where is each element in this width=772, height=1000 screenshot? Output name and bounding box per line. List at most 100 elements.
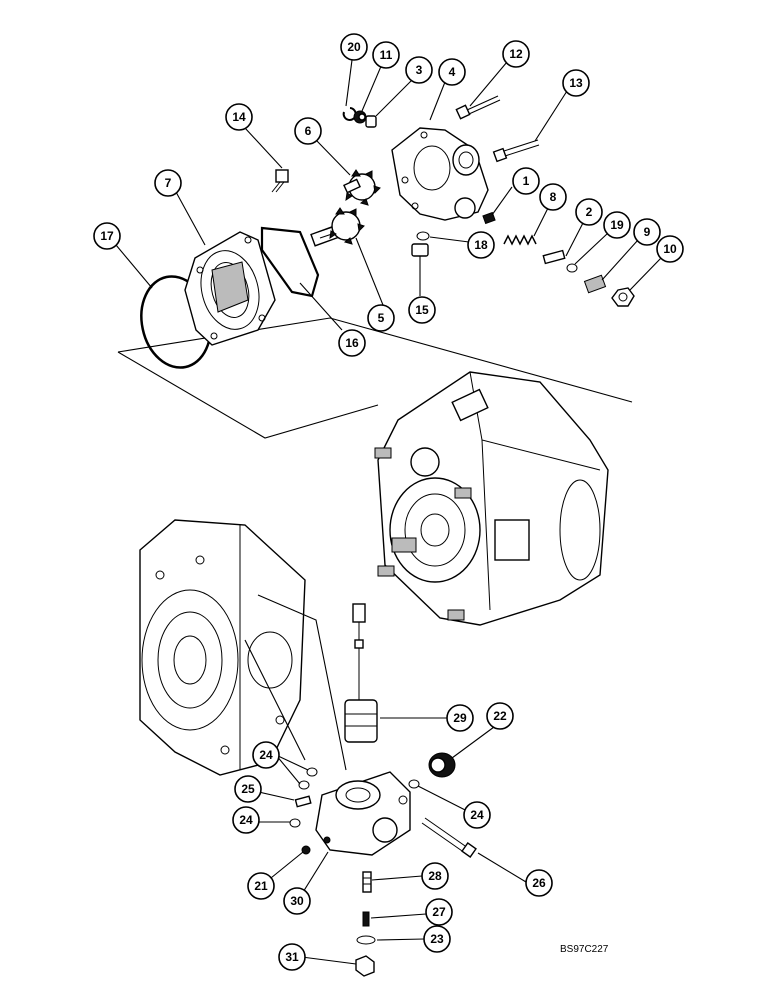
o-rings-24 bbox=[289, 767, 420, 828]
svg-text:4: 4 bbox=[449, 65, 456, 79]
svg-text:12: 12 bbox=[509, 47, 523, 61]
nut-10 bbox=[611, 287, 635, 307]
svg-text:3: 3 bbox=[416, 63, 423, 77]
gear-housing-7 bbox=[184, 231, 276, 346]
svg-text:6: 6 bbox=[305, 124, 312, 138]
main-pump-assembly bbox=[374, 371, 609, 626]
svg-text:17: 17 bbox=[100, 229, 114, 243]
o-ring-19 bbox=[566, 263, 578, 273]
callout-20: 20 bbox=[340, 33, 368, 61]
svg-text:11: 11 bbox=[380, 48, 393, 62]
callout-27: 27 bbox=[425, 898, 453, 926]
callout-31: 31 bbox=[278, 943, 306, 971]
callout-1: 1 bbox=[512, 167, 540, 195]
svg-text:21: 21 bbox=[254, 879, 268, 893]
callout-25: 25 bbox=[234, 775, 262, 803]
callout-7: 7 bbox=[154, 169, 182, 197]
gear-shaft-5 bbox=[310, 207, 365, 247]
pin-2 bbox=[542, 249, 566, 265]
gear-6 bbox=[343, 169, 381, 206]
valve-block-30 bbox=[315, 771, 411, 856]
callout-23: 23 bbox=[423, 925, 451, 953]
callout-12: 12 bbox=[502, 40, 530, 68]
adjuster-9 bbox=[583, 274, 607, 294]
bolt-13 bbox=[492, 139, 540, 163]
callout-13: 13 bbox=[562, 69, 590, 97]
svg-text:16: 16 bbox=[345, 336, 359, 350]
spring-8 bbox=[503, 234, 537, 246]
svg-text:5: 5 bbox=[378, 311, 385, 325]
callout-6: 6 bbox=[294, 117, 322, 145]
callouts: 1 2 3 4 5 6 7 8 9 10 11 12 13 14 15 16 1… bbox=[93, 33, 684, 971]
svg-text:2: 2 bbox=[586, 205, 593, 219]
callout-8: 8 bbox=[539, 183, 567, 211]
plug-3 bbox=[365, 115, 377, 128]
bolt-26 bbox=[421, 817, 477, 858]
svg-text:29: 29 bbox=[453, 711, 467, 725]
svg-text:30: 30 bbox=[290, 894, 304, 908]
screw-1 bbox=[482, 211, 496, 225]
callout-10: 10 bbox=[656, 235, 684, 263]
callout-30: 30 bbox=[283, 887, 311, 915]
callout-28: 28 bbox=[421, 862, 449, 890]
callout-3: 3 bbox=[405, 56, 433, 84]
callout-11: 11 bbox=[372, 41, 400, 69]
drawing-code: BS97C227 bbox=[560, 944, 609, 955]
svg-text:18: 18 bbox=[474, 238, 488, 252]
callout-14: 14 bbox=[225, 103, 253, 131]
plug-15 bbox=[411, 243, 429, 257]
svg-text:13: 13 bbox=[569, 76, 583, 90]
pump-body-section bbox=[139, 519, 306, 776]
screw-21 bbox=[301, 845, 311, 855]
svg-text:25: 25 bbox=[241, 782, 255, 796]
callout-18: 18 bbox=[467, 231, 495, 259]
svg-text:23: 23 bbox=[430, 932, 444, 946]
snap-ring-20 bbox=[342, 107, 357, 121]
screw-14 bbox=[271, 169, 289, 193]
pump-to-valve-leaders bbox=[244, 594, 347, 771]
svg-text:20: 20 bbox=[347, 40, 361, 54]
reference-bracket-lines bbox=[117, 317, 633, 439]
svg-text:28: 28 bbox=[428, 869, 442, 883]
callout-22: 22 bbox=[486, 702, 514, 730]
pin-25 bbox=[294, 795, 312, 808]
svg-text:24: 24 bbox=[259, 748, 273, 762]
callout-16: 16 bbox=[338, 329, 366, 357]
bolt-12 bbox=[455, 95, 501, 120]
o-ring-18 bbox=[416, 231, 430, 241]
solenoid-29 bbox=[344, 603, 378, 743]
spring-27 bbox=[362, 911, 370, 927]
callout-24-right: 24 bbox=[463, 801, 491, 829]
callout-4: 4 bbox=[438, 58, 466, 86]
svg-text:24: 24 bbox=[239, 813, 253, 827]
svg-text:10: 10 bbox=[663, 242, 677, 256]
gear-cover-4 bbox=[391, 127, 489, 221]
callout-24-lower: 24 bbox=[232, 806, 260, 834]
callout-19: 19 bbox=[603, 211, 631, 239]
valve-stem-28 bbox=[362, 871, 372, 893]
svg-text:19: 19 bbox=[610, 218, 624, 232]
svg-text:24: 24 bbox=[470, 808, 484, 822]
callout-2: 2 bbox=[575, 198, 603, 226]
svg-text:15: 15 bbox=[415, 303, 429, 317]
callout-29: 29 bbox=[446, 704, 474, 732]
svg-text:22: 22 bbox=[493, 709, 507, 723]
callout-24-upper: 24 bbox=[252, 741, 280, 769]
plug-31 bbox=[355, 955, 375, 977]
svg-text:26: 26 bbox=[532, 876, 546, 890]
o-ring-23 bbox=[356, 935, 376, 945]
plug-22 bbox=[428, 752, 456, 778]
svg-text:14: 14 bbox=[232, 110, 246, 124]
svg-text:8: 8 bbox=[550, 190, 557, 204]
svg-text:1: 1 bbox=[523, 174, 530, 188]
svg-text:7: 7 bbox=[165, 176, 172, 190]
seal-11 bbox=[353, 110, 367, 124]
callout-9: 9 bbox=[633, 218, 661, 246]
callout-17: 17 bbox=[93, 222, 121, 250]
callout-5: 5 bbox=[367, 304, 395, 332]
callout-26: 26 bbox=[525, 869, 553, 897]
callout-21: 21 bbox=[247, 872, 275, 900]
svg-text:9: 9 bbox=[644, 225, 651, 239]
svg-text:27: 27 bbox=[432, 905, 446, 919]
